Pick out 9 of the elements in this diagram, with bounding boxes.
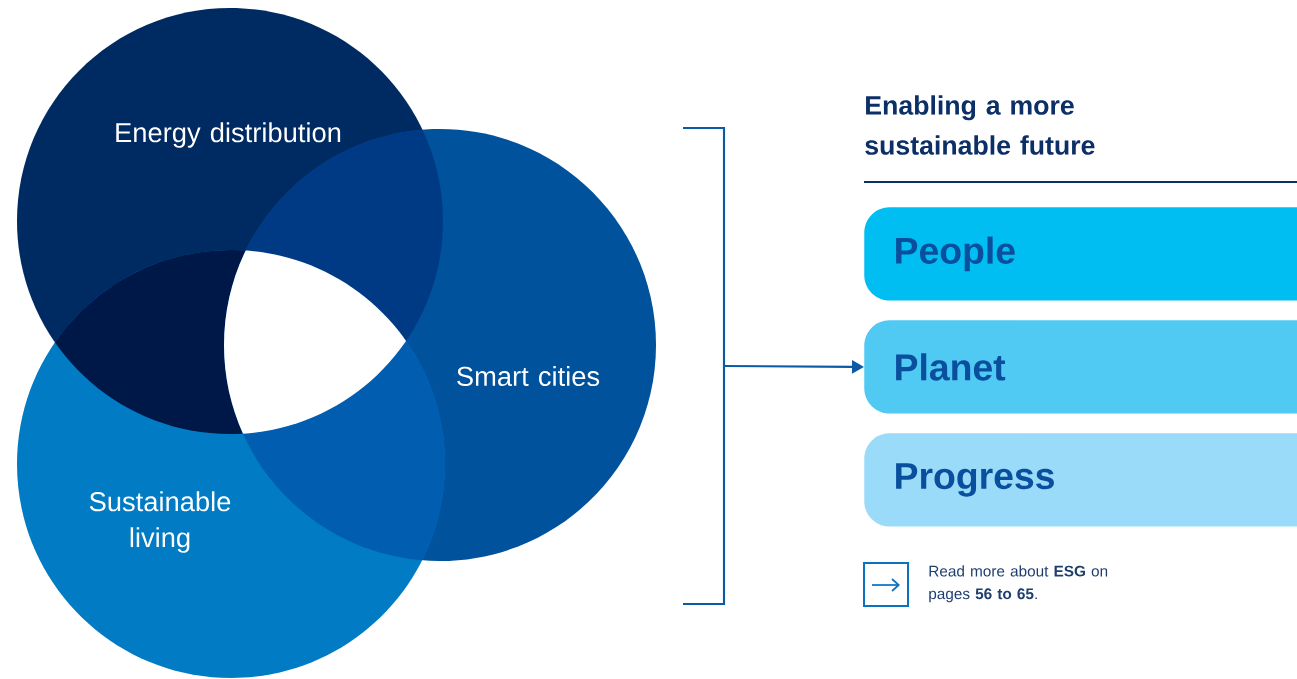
- circle-label: Sustainable living: [89, 491, 231, 553]
- heading: Enabling a more sustainable future: [865, 95, 1095, 155]
- circle-label: Smart cities: [457, 365, 600, 387]
- rounded-box: Planet: [864, 320, 1297, 414]
- rounded-box: Progress: [864, 433, 1297, 527]
- note: Read more about ESG on pages 56 to 65.: [929, 565, 1108, 603]
- circle-label: Energy distribution: [116, 122, 341, 148]
- rounded-box: People: [864, 207, 1297, 301]
- bracket: [683, 126, 726, 606]
